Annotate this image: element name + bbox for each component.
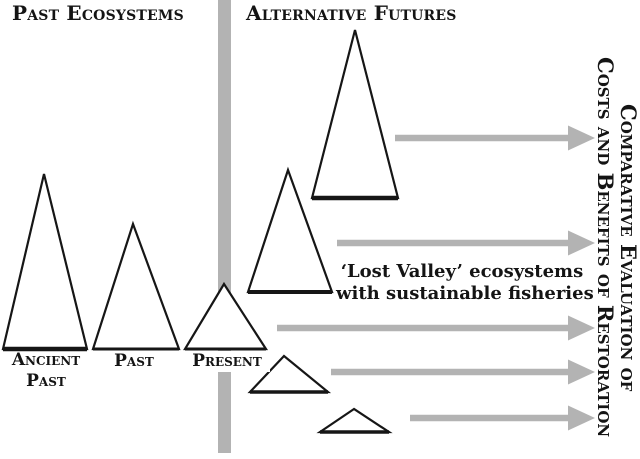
past-label: Past bbox=[114, 351, 154, 371]
future-arrow-4-head-icon bbox=[568, 359, 595, 385]
future-arrow-5-head-icon bbox=[568, 405, 595, 431]
triangle-future-smallest bbox=[316, 407, 393, 434]
future-arrow-1-head-icon bbox=[568, 125, 595, 151]
lost-valley-annotation-line2: with sustainable fisheries bbox=[336, 283, 594, 304]
ancient-past-label-line1: Ancient bbox=[11, 350, 81, 370]
comparative-evaluation-caption-line1: Comparative Evaluation of bbox=[616, 103, 640, 392]
triangle-past bbox=[91, 220, 181, 351]
future-arrow-3-head-icon bbox=[568, 315, 595, 341]
lost-valley-annotation: ‘Lost Valley’ ecosystems with sustainabl… bbox=[336, 261, 594, 305]
comparative-evaluation-caption-line2: Costs and Benefits of Restoration bbox=[593, 57, 618, 438]
lost-valley-annotation-line1: ‘Lost Valley’ ecosystems bbox=[340, 261, 584, 282]
present-label: Present bbox=[184, 351, 270, 372]
ancient-past-label-line2: Past bbox=[26, 371, 66, 391]
triangle-future-largest bbox=[310, 29, 400, 200]
past-ecosystems-heading: Past Ecosystems bbox=[12, 1, 184, 25]
future-arrow-2-head-icon bbox=[568, 230, 595, 256]
alternative-futures-heading: Alternative Futures bbox=[246, 1, 457, 25]
comparative-evaluation-caption: Comparative Evaluation of Costs and Bene… bbox=[591, 0, 640, 459]
triangle-ancient-past bbox=[1, 173, 89, 351]
ancient-past-label: Ancient Past bbox=[0, 350, 96, 392]
